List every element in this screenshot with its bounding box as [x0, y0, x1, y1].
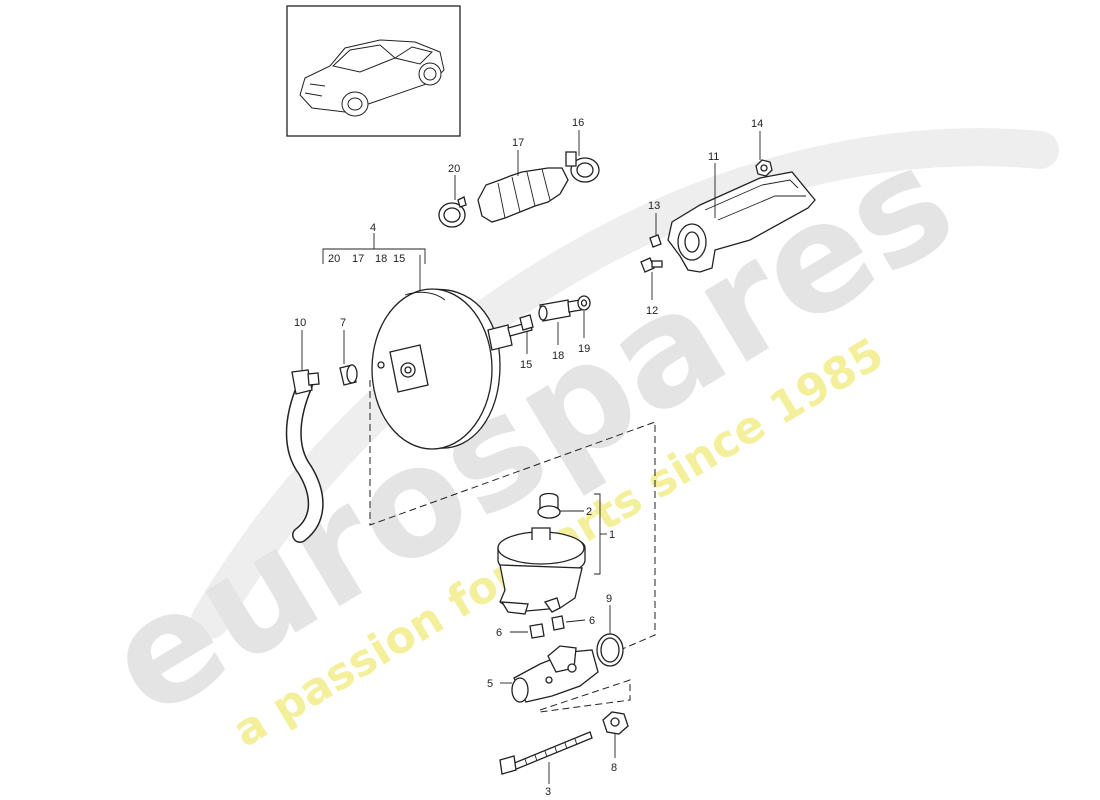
callout-5: 5: [487, 678, 493, 690]
callout-1: 1: [609, 529, 615, 541]
assembly-member: 18: [375, 253, 387, 265]
part-5-master-cylinder: [500, 645, 599, 703]
callout-11: 11: [708, 151, 719, 163]
callout-19: 19: [578, 343, 590, 355]
part-12-screw: [640, 257, 663, 300]
callout-20: 20: [448, 163, 460, 175]
callout-2: 2: [586, 506, 592, 518]
callout-4: 4: [370, 222, 376, 234]
callout-17: 17: [512, 137, 524, 149]
car-thumbnail: [286, 5, 461, 137]
part-9-o-ring: [596, 605, 624, 667]
callout-6a: 6: [496, 627, 502, 639]
part-20-clamp: [438, 175, 467, 228]
watermark-swoosh: [191, 128, 1059, 639]
callout-3: 3: [545, 786, 551, 798]
callout-12: 12: [646, 305, 658, 317]
assembly-member: 20: [328, 253, 340, 265]
callout-8: 8: [611, 762, 617, 774]
callout-15: 15: [520, 359, 532, 371]
part-15: [519, 314, 534, 354]
callout-9: 9: [606, 593, 612, 605]
callout-10: 10: [294, 317, 306, 329]
part-17-boot: [477, 150, 569, 223]
assembly-member: 15: [393, 253, 405, 265]
watermark-brand: eurospares: [79, 113, 982, 751]
assembly-member: 17: [352, 253, 364, 265]
car-thumbnail-icon: [299, 39, 445, 117]
relation-lines: [369, 380, 656, 713]
callout-7: 7: [340, 317, 346, 329]
part-3-bolt: [499, 731, 593, 784]
part-13-screw: [649, 213, 662, 248]
part-2-cap: [537, 492, 584, 519]
brake-booster: [371, 255, 533, 450]
part-7-grommet: [339, 330, 358, 386]
part-14-nut: [755, 131, 773, 177]
callouts: 1 2 3 5 6 6 7 8 9 10 11 12 13 14 15 16 1…: [294, 117, 763, 798]
callout-13: 13: [648, 200, 660, 212]
callout-6b: 6: [589, 615, 595, 627]
part-6-plug-left: [510, 623, 545, 639]
part-8-nut: [602, 711, 629, 758]
part-10-vacuum-hose: [285, 330, 324, 543]
part-16-clamp: [565, 130, 600, 183]
callout-14: 14: [751, 118, 763, 130]
part-18: [538, 299, 582, 345]
part-6-plug-right: [551, 615, 586, 631]
callout-18: 18: [552, 350, 564, 362]
part-19: [577, 295, 591, 338]
callout-16: 16: [572, 117, 584, 129]
part-1-reservoir: [497, 493, 607, 615]
part-11-bracket: [667, 163, 816, 273]
assembly-bracket: 4 20 17 18 15: [322, 222, 426, 265]
